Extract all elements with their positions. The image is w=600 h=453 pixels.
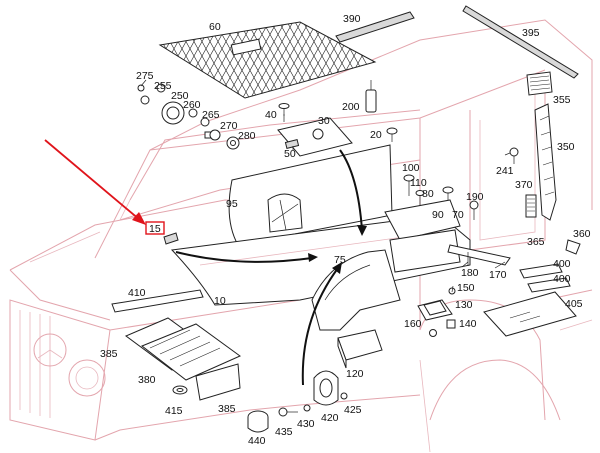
part-420-latch[interactable] xyxy=(303,370,348,412)
callout-80: 80 xyxy=(422,188,434,200)
part-40-screw[interactable] xyxy=(278,103,290,123)
flow-arrows xyxy=(175,149,367,386)
part-380-385-mats[interactable] xyxy=(125,317,241,401)
callout-355: 355 xyxy=(553,94,571,106)
callout-95: 95 xyxy=(226,198,238,210)
part-390-roof-rail[interactable] xyxy=(335,11,415,43)
part-410-strip[interactable] xyxy=(111,289,204,313)
highlight-arrow xyxy=(44,139,146,225)
callout-265: 265 xyxy=(202,109,220,121)
callout-110: 110 xyxy=(410,177,427,189)
callout-15: 15 xyxy=(149,223,161,235)
callout-365: 365 xyxy=(527,236,545,248)
callout-90: 90 xyxy=(432,209,444,221)
callout-400a: 400 xyxy=(553,258,571,270)
part-75-rear-panel[interactable] xyxy=(311,249,401,331)
part-370-side-vent[interactable] xyxy=(525,194,537,218)
callout-395: 395 xyxy=(522,27,540,39)
callout-250: 250 xyxy=(171,90,189,102)
callout-425: 425 xyxy=(344,404,362,416)
part-440-bumper[interactable] xyxy=(247,407,298,433)
callout-430: 430 xyxy=(297,418,315,430)
part-120-step[interactable] xyxy=(337,329,383,369)
callout-440: 440 xyxy=(248,435,266,447)
part-415-washer[interactable] xyxy=(172,385,188,395)
callout-405: 405 xyxy=(565,298,583,310)
callout-labels: 60 390 395 275 255 250 260 265 270 280 4… xyxy=(100,13,591,447)
part-360-clip[interactable] xyxy=(565,239,581,255)
callout-270: 270 xyxy=(220,120,238,132)
callout-180: 180 xyxy=(461,267,479,279)
callout-200: 200 xyxy=(342,101,360,113)
callout-350: 350 xyxy=(557,141,575,153)
part-190-screw[interactable] xyxy=(469,200,479,220)
part-20-grommet[interactable] xyxy=(386,127,398,142)
callout-10: 10 xyxy=(214,295,226,307)
callout-50: 50 xyxy=(284,148,296,160)
callout-360: 360 xyxy=(573,228,591,240)
part-fasteners-left[interactable] xyxy=(137,83,240,150)
callout-190: 190 xyxy=(466,191,484,203)
callout-150: 150 xyxy=(457,282,475,294)
callout-75: 75 xyxy=(334,254,346,266)
part-15-clip[interactable] xyxy=(163,232,179,245)
callout-370: 370 xyxy=(515,179,533,191)
callout-140: 140 xyxy=(459,318,477,330)
callout-415: 415 xyxy=(165,405,183,417)
part-160-140-screws[interactable] xyxy=(429,319,456,337)
callout-160: 160 xyxy=(404,318,422,330)
part-350-pillar-trim[interactable] xyxy=(534,103,557,221)
part-90-wheelhouse-trim[interactable] xyxy=(384,199,461,273)
part-400-pads[interactable] xyxy=(519,263,571,293)
part-405-floor-mat[interactable] xyxy=(483,291,577,337)
callout-420: 420 xyxy=(321,412,339,424)
callout-385a: 385 xyxy=(100,348,118,360)
part-241-pin[interactable] xyxy=(509,147,519,164)
callout-30: 30 xyxy=(318,115,330,127)
callout-280: 280 xyxy=(238,130,256,142)
callout-130: 130 xyxy=(455,299,473,311)
part-395-gutter-strip[interactable] xyxy=(462,5,579,79)
part-355-vent-grille[interactable] xyxy=(526,71,553,96)
callout-60: 60 xyxy=(209,21,221,33)
callout-70: 70 xyxy=(452,209,464,221)
callout-40: 40 xyxy=(265,109,277,121)
callout-241: 241 xyxy=(496,165,514,177)
callout-20: 20 xyxy=(370,129,382,141)
callout-400b: 400 xyxy=(553,273,571,285)
callout-390: 390 xyxy=(343,13,361,25)
callout-170: 170 xyxy=(489,269,507,281)
part-170-bracket[interactable] xyxy=(447,244,511,266)
leader-lines xyxy=(140,79,511,293)
part-130-cover[interactable] xyxy=(417,287,456,321)
part-200-clip[interactable] xyxy=(365,80,377,113)
callout-380: 380 xyxy=(138,374,156,386)
callout-435: 435 xyxy=(275,426,293,438)
callout-260: 260 xyxy=(183,99,201,111)
callout-410: 410 xyxy=(128,287,146,299)
highlight-box xyxy=(145,221,165,235)
callout-385b: 385 xyxy=(218,403,236,415)
callout-100: 100 xyxy=(402,162,420,174)
part-center-fasteners[interactable] xyxy=(403,174,454,206)
callout-120: 120 xyxy=(346,368,364,380)
callout-275: 275 xyxy=(136,70,154,82)
callout-255: 255 xyxy=(154,80,172,92)
